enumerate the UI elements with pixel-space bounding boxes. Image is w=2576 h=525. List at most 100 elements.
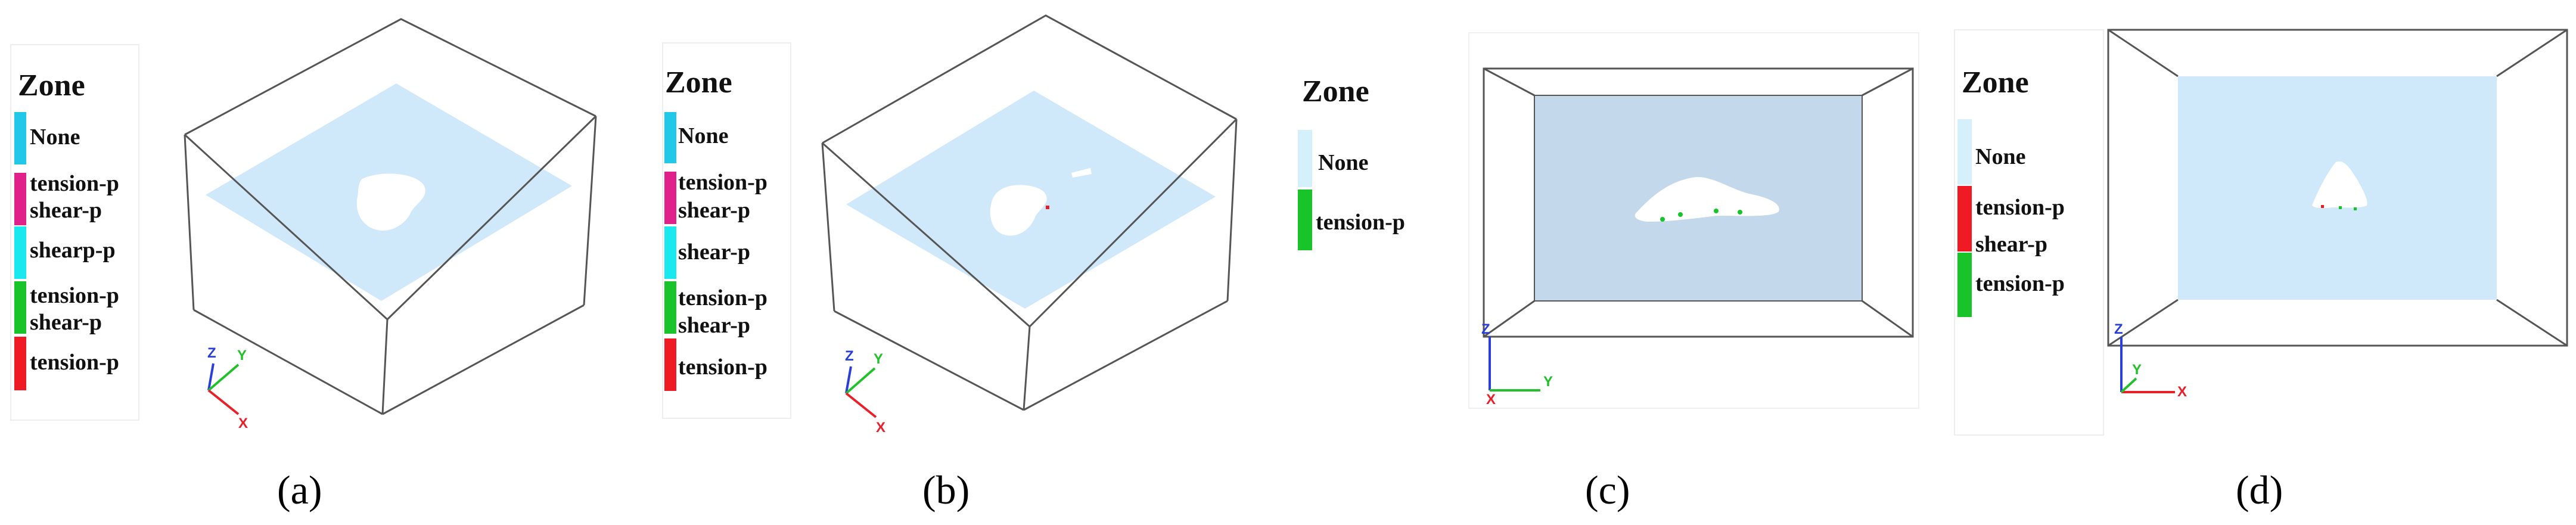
model-d-marker-green-2 [2354, 207, 2357, 210]
model-d-marker-green-1 [2339, 206, 2342, 209]
model-c-edge-bl [1483, 300, 1535, 338]
model-b-edge-top-back [822, 14, 1237, 144]
legend-a-label-4b: shear-p [30, 310, 102, 335]
axis-b-y-line [845, 367, 876, 394]
axes-triad-c: Z Y X [1481, 321, 1553, 408]
axes-triad-a: Z Y X [207, 345, 248, 431]
model-a-edge-top-back [184, 18, 596, 136]
legend-b: Zone None tension-p shear-p shear-p tens… [662, 42, 791, 419]
legend-b-swatch-1 [664, 112, 676, 163]
legend-c: Zone None tension-p [1298, 74, 1405, 250]
panel-b: Zone None tension-p shear-p shear-p tens… [662, 14, 1238, 512]
legend-c-label-2: tension-p [1316, 210, 1405, 235]
axes-triad-b: Z Y X [845, 348, 885, 436]
axis-c-y-label: Y [1543, 374, 1553, 390]
model-b-hole-small [1071, 168, 1092, 178]
model-d-edge-br [2496, 299, 2568, 347]
model-b-edge-left [821, 142, 835, 312]
model-d-hole [2312, 161, 2367, 209]
legend-a-swatch-4 [14, 281, 26, 334]
model-c-marker-4 [1738, 210, 1742, 215]
legend-b-label-4a: tension-p [678, 285, 767, 310]
caption-a: (a) [277, 467, 322, 512]
model-b-edge-bottom-right [1023, 300, 1228, 411]
axis-d-x-label: X [2177, 384, 2187, 400]
axis-b-z-label: Z [845, 348, 854, 364]
model-b-edge-top-right [1028, 118, 1238, 328]
legend-b-swatch-3 [664, 226, 676, 279]
model-d-edge-bl [2108, 299, 2179, 347]
caption-c: (c) [1585, 467, 1630, 512]
legend-a-swatch-3 [14, 226, 26, 279]
legend-b-label-2b: shear-p [678, 198, 750, 223]
axis-b-z-line [845, 366, 852, 394]
axis-d-z-label: Z [2114, 321, 2123, 337]
axes-triad-d: Z X Y [2114, 321, 2187, 400]
model-d-edge-tr [2496, 29, 2568, 77]
model-b-hole [990, 185, 1047, 236]
legend-d-label-1: None [1975, 144, 2025, 169]
legend-a-label-2a: tension-p [30, 171, 119, 196]
model-b-edge-top-left [822, 142, 1030, 328]
panel-d: Zone None tension-p shear-p tension-p [1954, 29, 2568, 512]
model-b-edge-bottom-left [834, 310, 1024, 411]
legend-a-label-3: shearp-p [30, 238, 116, 263]
legend-a-label-5: tension-p [30, 350, 119, 375]
panel-a: Zone None tension-p shear-p shearp-p ten… [10, 18, 597, 512]
legend-d-swatch-2 [1957, 186, 1972, 251]
model-view-b: Z Y X [821, 14, 1238, 436]
model-c-marker-3 [1714, 209, 1719, 213]
legend-b-swatch-5 [664, 338, 676, 391]
legend-a-background [10, 44, 139, 421]
model-c-edge-br [1862, 300, 1913, 338]
legend-b-label-2a: tension-p [678, 170, 767, 195]
model-view-d: Z X Y [2107, 29, 2568, 400]
model-c-hole [1635, 177, 1779, 222]
model-a-edge-bottom-left [193, 309, 383, 415]
model-c-marker-2 [1678, 212, 1683, 217]
model-c-marker-1 [1660, 217, 1665, 222]
legend-c-swatch-2 [1298, 190, 1312, 250]
axis-d-y-label: Y [2132, 362, 2142, 378]
legend-b-title: Zone [665, 66, 732, 100]
axis-a-z-line [207, 363, 215, 391]
legend-b-background [662, 42, 791, 419]
legend-d-swatch-1 [1957, 119, 1972, 185]
model-d-edge-tl [2108, 29, 2179, 77]
panel-c: Zone None tension-p Z Y X [1298, 32, 1919, 512]
model-a-edge-bottom-right [382, 304, 585, 415]
model-b-tension-marker [1046, 206, 1049, 209]
model-c-outer-frame [1483, 67, 1914, 338]
legend-b-label-1: None [678, 123, 728, 148]
axis-d-y-line [2120, 377, 2137, 393]
model-a-edge-right [583, 116, 597, 306]
legend-b-label-4b: shear-p [678, 313, 750, 338]
legend-d-label-2a: tension-p [1975, 195, 2065, 220]
model-a-edge-top-left [184, 133, 389, 321]
legend-b-label-3: shear-p [678, 240, 750, 265]
axis-a-x-label: X [238, 415, 248, 431]
model-c-edge-tl [1483, 67, 1535, 97]
axis-c-x-label: X [1486, 392, 1496, 408]
legend-a-swatch-2 [14, 173, 26, 225]
model-a-edge-top-right [386, 115, 597, 321]
legend-b-swatch-2 [664, 172, 676, 224]
legend-c-title: Zone [1302, 74, 1369, 108]
axis-a-y-label: Y [237, 347, 247, 364]
caption-b: (b) [922, 467, 970, 512]
axis-b-y-label: Y [874, 351, 883, 367]
model-a-edge-left [184, 134, 195, 310]
legend-d-label-2b: shear-p [1975, 232, 2047, 257]
legend-d-swatch-3 [1957, 253, 1972, 317]
model-d-marker-red [2321, 205, 2324, 208]
legend-a-label-4a: tension-p [30, 283, 119, 308]
axis-c-z-label: Z [1481, 321, 1490, 337]
legend-c-swatch-1 [1298, 130, 1312, 187]
axis-b-x-label: X [876, 420, 885, 436]
axis-a-x-line [207, 389, 240, 415]
legend-a-label-2b: shear-p [30, 198, 102, 223]
legend-d-background [1954, 29, 2104, 436]
legend-b-swatch-4 [664, 281, 676, 334]
legend-a-swatch-1 [14, 112, 26, 164]
